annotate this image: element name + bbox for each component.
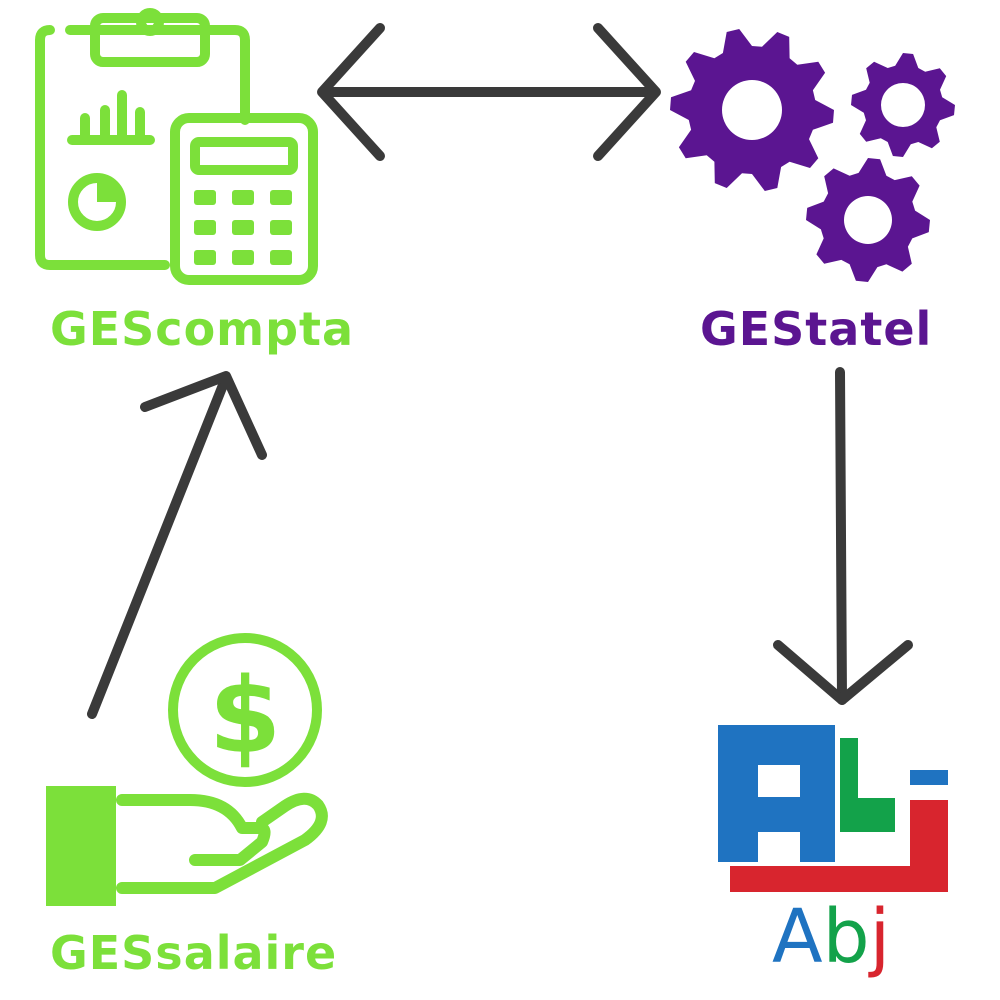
abj-logo-text: Abj [772, 900, 890, 974]
gear-icon [806, 158, 930, 282]
node-label-gestatel: GEStatel [700, 302, 933, 356]
node-label-gescompta: GEScompta [50, 302, 355, 356]
accounting-icon-fill [97, 178, 292, 265]
gears-icon [670, 29, 955, 282]
abj-logo-icon [718, 725, 948, 892]
gear-icon [670, 29, 834, 191]
arrow-salaire-compta [87, 371, 267, 719]
arrow-statel-abj [773, 367, 913, 705]
abj-letter-a: A [772, 894, 823, 980]
arrow-compta-statel [317, 23, 661, 161]
abj-letter-b: b [822, 894, 870, 980]
gear-icon [851, 53, 955, 157]
accounting-icon [35, 8, 318, 285]
node-label-gessalaire: GESsalaire [50, 926, 338, 980]
salary-icon: $ [46, 633, 328, 906]
abj-letter-j: j [869, 894, 891, 980]
svg-text:$: $ [209, 655, 281, 777]
